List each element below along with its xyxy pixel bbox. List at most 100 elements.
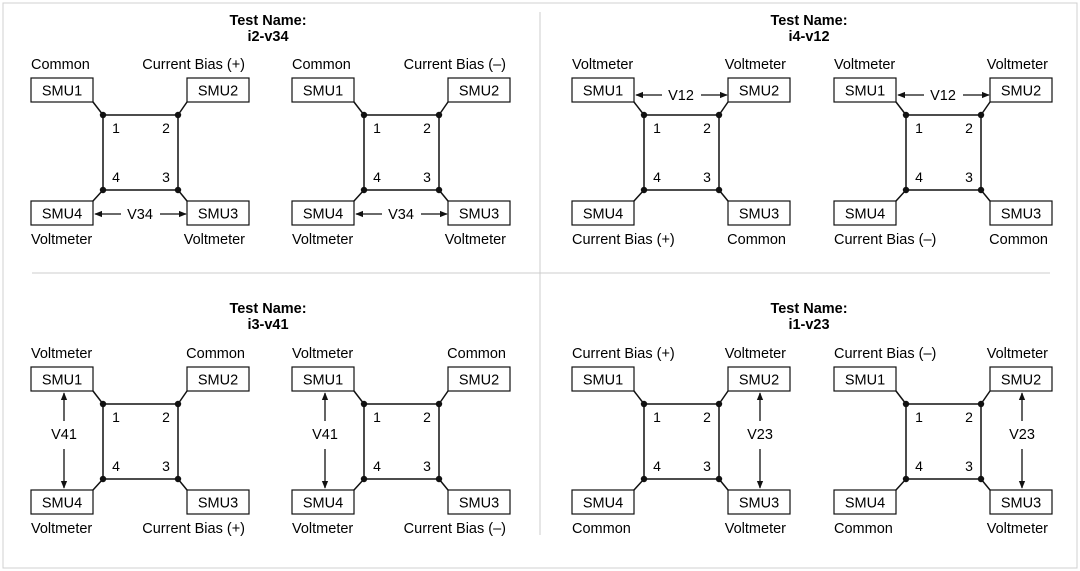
smu3-box <box>989 200 1053 226</box>
contact-dot <box>902 475 910 483</box>
smu-label: SMU1 <box>303 84 343 100</box>
smu3-box <box>186 489 250 515</box>
sample-square <box>363 114 440 191</box>
smu-label: SMU1 <box>845 373 885 389</box>
role-label-smu4: Current Bias (–) <box>834 232 936 248</box>
node-label-3: 3 <box>965 458 973 474</box>
node-label-3: 3 <box>703 458 711 474</box>
node-label-4: 4 <box>915 458 923 474</box>
contact-dot <box>435 186 443 194</box>
node-label-1: 1 <box>112 120 120 136</box>
smu3-box <box>989 489 1053 515</box>
contact-dot <box>99 111 107 119</box>
contact-dot <box>715 400 723 408</box>
smu-label: SMU4 <box>583 207 623 223</box>
smu1-box <box>571 366 635 392</box>
smu1-box <box>291 77 355 103</box>
node-label-3: 3 <box>423 458 431 474</box>
smu1-box <box>30 366 94 392</box>
role-label-smu1: Common <box>31 57 90 73</box>
contact-dot <box>902 111 910 119</box>
smu2-box <box>989 77 1053 103</box>
role-label-smu2: Voltmeter <box>987 57 1048 73</box>
test-name: i3-v41 <box>247 317 288 333</box>
node-label-4: 4 <box>112 169 120 185</box>
node-label-2: 2 <box>162 409 170 425</box>
contact-dot <box>977 186 985 194</box>
smu-label: SMU1 <box>583 84 623 100</box>
smu-label: SMU3 <box>198 496 238 512</box>
smu3-box <box>447 489 511 515</box>
role-label-smu2: Current Bias (–) <box>404 57 506 73</box>
sample-square <box>905 403 982 480</box>
contact-dot <box>640 400 648 408</box>
role-label-smu3: Common <box>989 232 1048 248</box>
contact-dot <box>174 111 182 119</box>
sample-square <box>363 403 440 480</box>
role-label-smu4: Voltmeter <box>31 521 92 537</box>
smu-label: SMU4 <box>845 207 885 223</box>
contact-dot <box>640 111 648 119</box>
test-title: Test Name:i4-v12 <box>770 13 847 45</box>
node-label-2: 2 <box>703 409 711 425</box>
role-label-smu1: Voltmeter <box>834 57 895 73</box>
role-label-smu3: Voltmeter <box>725 521 786 537</box>
contact-dot <box>977 400 985 408</box>
node-label-4: 4 <box>915 169 923 185</box>
role-label-smu1: Voltmeter <box>31 346 92 362</box>
smu-label: SMU4 <box>303 207 343 223</box>
smu1-box <box>30 77 94 103</box>
smu2-box <box>727 77 791 103</box>
contact-dot <box>715 186 723 194</box>
contact-dot <box>174 186 182 194</box>
test-name: i4-v12 <box>788 29 829 45</box>
node-label-3: 3 <box>423 169 431 185</box>
node-label-2: 2 <box>162 120 170 136</box>
node-label-4: 4 <box>653 169 661 185</box>
node-label-4: 4 <box>112 458 120 474</box>
role-label-smu4: Common <box>834 521 893 537</box>
smu4-box <box>291 489 355 515</box>
smu3-box <box>447 200 511 226</box>
role-label-smu2: Current Bias (+) <box>142 57 245 73</box>
test-title-prefix: Test Name: <box>229 301 306 317</box>
contact-dot <box>902 186 910 194</box>
smu-label: SMU3 <box>459 496 499 512</box>
smu1-box <box>291 366 355 392</box>
role-label-smu1: Voltmeter <box>572 57 633 73</box>
contact-dot <box>715 111 723 119</box>
contact-dot <box>174 400 182 408</box>
test-title-prefix: Test Name: <box>770 301 847 317</box>
sample-square <box>905 114 982 191</box>
role-label-smu2: Voltmeter <box>725 346 786 362</box>
smu4-box <box>833 200 897 226</box>
smu-label: SMU4 <box>42 496 82 512</box>
role-label-smu3: Voltmeter <box>184 232 245 248</box>
smu-label: SMU2 <box>739 373 779 389</box>
smu4-box <box>291 200 355 226</box>
role-label-smu3: Voltmeter <box>987 521 1048 537</box>
smu2-box <box>989 366 1053 392</box>
role-label-smu1: Current Bias (+) <box>572 346 675 362</box>
smu4-box <box>571 200 635 226</box>
sample-square <box>102 403 179 480</box>
node-label-2: 2 <box>703 120 711 136</box>
node-label-1: 1 <box>915 409 923 425</box>
node-label-2: 2 <box>423 120 431 136</box>
voltage-label: V41 <box>312 427 338 443</box>
smu1-box <box>571 77 635 103</box>
node-label-1: 1 <box>915 120 923 136</box>
node-label-4: 4 <box>373 169 381 185</box>
test-title: Test Name:i1-v23 <box>770 301 847 333</box>
smu2-box <box>447 366 511 392</box>
contact-dot <box>977 111 985 119</box>
voltage-label: V12 <box>930 88 956 104</box>
contact-dot <box>435 475 443 483</box>
role-label-smu3: Current Bias (+) <box>142 521 245 537</box>
contact-dot <box>99 475 107 483</box>
smu3-box <box>727 489 791 515</box>
